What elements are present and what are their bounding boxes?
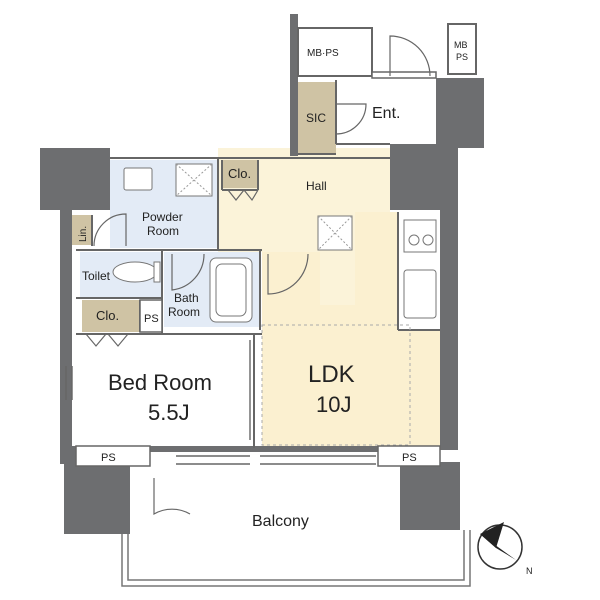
balcony-label: Balcony [252,513,309,530]
top-shafts [297,23,477,79]
balcony-door-swing [153,478,191,516]
ps-bottom-left-label: PS [101,452,116,464]
ps-mid-label: PS [144,313,159,325]
north-label: N [526,566,533,576]
powder-room-label-1: Powder [142,210,183,224]
ldk-floor [262,212,440,447]
bath-room-label-2: Room [168,305,200,319]
ldk-size: 10J [316,392,351,417]
entrance-label: Ent. [372,105,400,122]
bath-room-label-1: Bath [174,291,199,305]
labels: MB·PS MB PS SIC Ent. Clo. Hall Powder Ro… [78,40,468,530]
toilet-label: Toilet [82,269,111,283]
ps-bottom-right-label: PS [402,452,417,464]
bath-door-swing [171,253,205,291]
sink [403,269,437,319]
compass: N [477,522,533,576]
powder-door-swing [93,213,127,247]
closet-bed-label: Clo. [96,308,119,323]
mb-ps-label: MB·PS [307,48,339,59]
entrance-floor [336,82,440,144]
hall-floor [218,148,390,305]
powder-room-label-2: Room [147,224,179,238]
bedroom-size: 5.5J [148,400,190,425]
washbasin [123,167,153,191]
hall-label: Hall [306,179,327,193]
ps-top-label: PS [456,52,468,62]
entrance-door-swing [389,35,431,77]
bedroom-name: Bed Room [108,370,212,395]
sic-label: SIC [306,111,326,125]
doors [85,35,431,516]
ldk-name: LDK [308,361,355,388]
ldk-door-swing [267,253,309,295]
balcony-outline [121,530,471,587]
interior-lines [76,80,440,448]
fixtures [112,163,437,446]
linen-floor [72,215,92,245]
bottom-ps [75,299,441,467]
walls [40,14,484,534]
closet-top-floor [222,160,258,188]
linen-label: Lin. [78,226,89,242]
windows [65,340,376,465]
closet-top-label: Clo. [228,166,251,181]
toilet-bowl [112,261,158,283]
sic-floor [298,82,336,154]
bedroom-floor [80,335,252,447]
mb-label: MB [454,40,468,50]
sic-door-swing [335,103,367,135]
closet-bed-floor [82,300,140,332]
